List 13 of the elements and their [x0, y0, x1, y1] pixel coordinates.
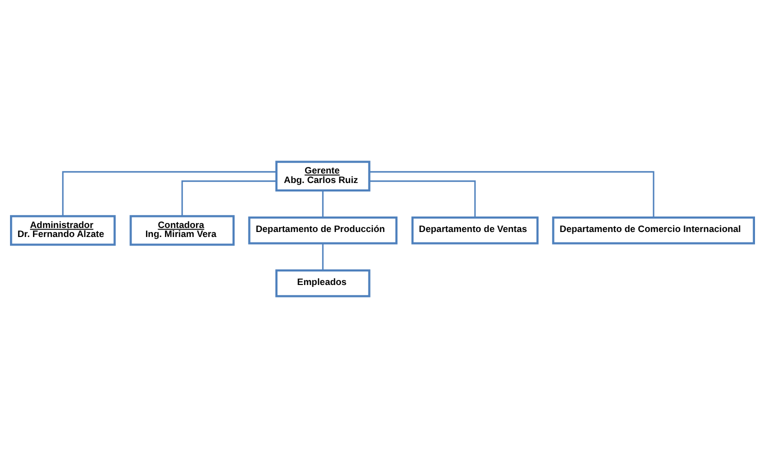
- connector: [322, 243, 324, 270]
- connector: [62, 170, 276, 216]
- connector: [369, 180, 476, 217]
- connector: [181, 180, 276, 216]
- connector: [370, 170, 654, 217]
- node-box: Departamento de Comercio Internacional: [552, 216, 755, 244]
- node-box: Contadora Ing. Miriam Vera: [130, 214, 235, 246]
- node-box: Departamento de Producción: [248, 216, 398, 244]
- node-box: Administrador Dr. Fernando Alzate: [10, 214, 116, 246]
- node-box: Departamento de Ventas: [411, 216, 539, 244]
- node-box: Empleados: [275, 268, 370, 297]
- node-box: Gerente Abg. Carlos Ruiz: [275, 160, 370, 191]
- connector: [322, 190, 324, 217]
